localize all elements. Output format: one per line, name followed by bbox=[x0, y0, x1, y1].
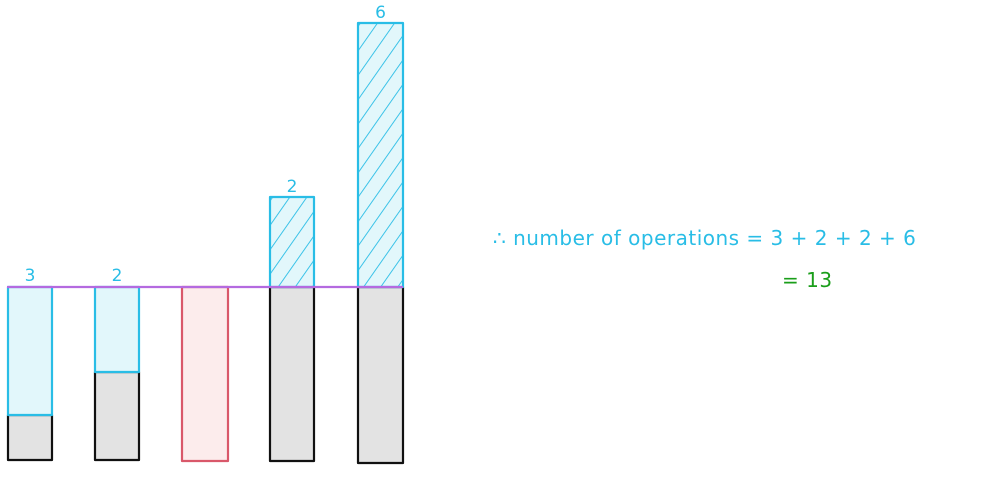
bar-1-gray-block bbox=[6, 413, 54, 462]
bar-4-label: 2 bbox=[287, 177, 298, 197]
bar-4-gray-block bbox=[268, 285, 316, 463]
bar-5-cyan-segment bbox=[356, 21, 405, 289]
bar-2-cyan-segment bbox=[93, 285, 141, 374]
equation-line-1: ∴ number of operations = 3 + 2 + 2 + 6 bbox=[493, 226, 916, 250]
bar-4-cyan-segment bbox=[268, 195, 316, 289]
bar-5-label: 6 bbox=[375, 3, 386, 23]
bar-2-label: 2 bbox=[112, 266, 123, 286]
bars-group bbox=[6, 21, 405, 465]
bar-3-red-block bbox=[180, 285, 230, 463]
bar-1-label: 3 bbox=[25, 266, 36, 286]
bar-labels: 3 2 2 6 bbox=[25, 3, 386, 286]
equation-result: = 13 bbox=[782, 268, 833, 292]
bar-5-gray-block bbox=[356, 285, 405, 465]
bar-2-gray-block bbox=[93, 370, 141, 462]
bar-1-cyan-segment bbox=[6, 285, 54, 417]
